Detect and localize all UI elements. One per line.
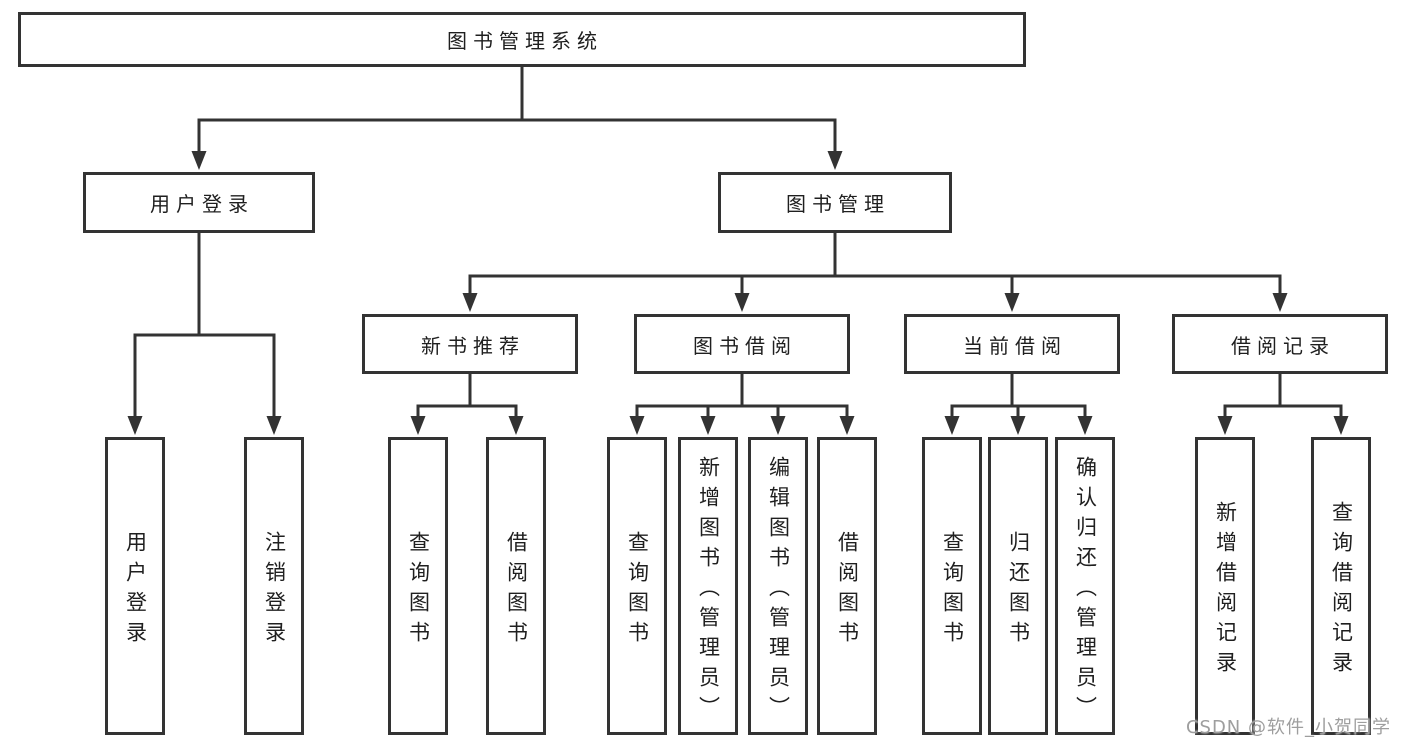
node-leaf-logout: 注销登录 — [244, 437, 304, 735]
arrowhead-icon — [700, 416, 716, 435]
node-current: 当前借阅 — [904, 314, 1120, 374]
arrowhead-icon — [266, 416, 282, 435]
node-leaf-user-login: 用户登录 — [105, 437, 165, 735]
node-label-leaf-user-login: 用户登录 — [123, 530, 148, 651]
arrowhead-icon — [1077, 416, 1093, 435]
node-book: 图书管理 — [718, 172, 952, 233]
arrowhead-icon — [1217, 416, 1233, 435]
node-label-leaf-confirm-return: 确认归还（管理员） — [1073, 455, 1098, 726]
node-leaf-query-record: 查询借阅记录 — [1311, 437, 1371, 735]
arrowhead-icon — [770, 416, 786, 435]
arrowhead-icon — [839, 416, 855, 435]
node-leaf-query-book-2: 查询图书 — [607, 437, 667, 735]
node-borrow: 图书借阅 — [634, 314, 850, 374]
node-label-root: 图书管理系统 — [447, 29, 603, 53]
arrowhead-icon — [410, 416, 426, 435]
node-leaf-query-book-1: 查询图书 — [388, 437, 448, 735]
node-label-current: 当前借阅 — [963, 333, 1067, 358]
arrowhead-icon — [1272, 293, 1288, 312]
node-label-leaf-borrow-book-2: 借阅图书 — [835, 530, 860, 651]
node-leaf-return-book: 归还图书 — [988, 437, 1048, 735]
node-label-leaf-return-book: 归还图书 — [1006, 530, 1031, 651]
node-leaf-query-book-3: 查询图书 — [922, 437, 982, 735]
node-label-login: 用户登录 — [150, 192, 254, 216]
node-label-book: 图书管理 — [786, 192, 890, 216]
node-label-leaf-query-book-1: 查询图书 — [406, 530, 431, 651]
node-label-leaf-logout: 注销登录 — [262, 530, 287, 651]
arrowhead-icon — [827, 151, 843, 170]
node-label-leaf-edit-book: 编辑图书（管理员） — [766, 455, 791, 726]
node-label-leaf-add-record: 新增借阅记录 — [1213, 500, 1238, 681]
arrowhead-icon — [734, 293, 750, 312]
arrowhead-icon — [508, 416, 524, 435]
node-label-leaf-query-book-2: 查询图书 — [625, 530, 650, 651]
node-label-leaf-query-book-3: 查询图书 — [940, 530, 965, 651]
node-leaf-confirm-return: 确认归还（管理员） — [1055, 437, 1115, 735]
node-label-borrow: 图书借阅 — [693, 333, 797, 358]
node-leaf-borrow-book-1: 借阅图书 — [486, 437, 546, 735]
node-label-leaf-borrow-book-1: 借阅图书 — [504, 530, 529, 651]
node-record: 借阅记录 — [1172, 314, 1388, 374]
node-label-record: 借阅记录 — [1231, 333, 1335, 358]
node-label-leaf-add-book: 新增图书（管理员） — [696, 455, 721, 726]
node-leaf-add-record: 新增借阅记录 — [1195, 437, 1255, 735]
node-label-leaf-query-record: 查询借阅记录 — [1329, 500, 1354, 681]
node-leaf-add-book: 新增图书（管理员） — [678, 437, 738, 735]
arrowhead-icon — [462, 293, 478, 312]
node-leaf-borrow-book-2: 借阅图书 — [817, 437, 877, 735]
node-root: 图书管理系统 — [18, 12, 1026, 67]
arrowhead-icon — [1333, 416, 1349, 435]
arrowhead-icon — [1004, 293, 1020, 312]
arrowhead-icon — [944, 416, 960, 435]
arrowhead-icon — [1010, 416, 1026, 435]
node-login: 用户登录 — [83, 172, 315, 233]
arrowhead-icon — [127, 416, 143, 435]
node-leaf-edit-book: 编辑图书（管理员） — [748, 437, 808, 735]
node-label-newbook: 新书推荐 — [421, 333, 525, 358]
arrowhead-icon — [629, 416, 645, 435]
arrowhead-icon — [191, 151, 207, 170]
watermark: CSDN @软件_小贺同学 — [1185, 717, 1391, 738]
node-newbook: 新书推荐 — [362, 314, 578, 374]
